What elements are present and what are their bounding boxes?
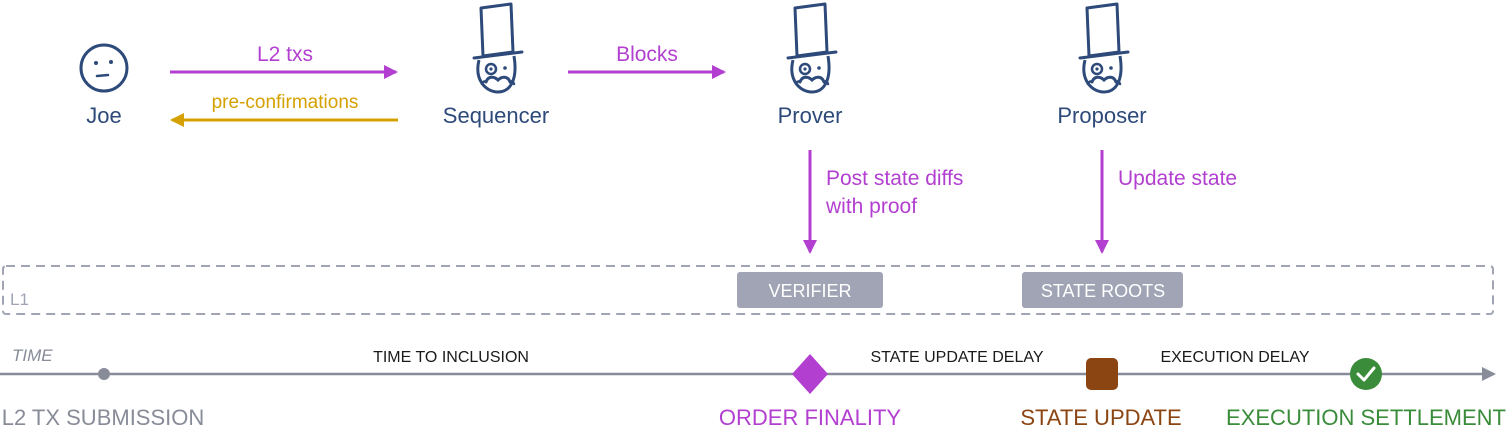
top-hat-monocle-icon — [1078, 2, 1130, 94]
actor-joe: Joe — [79, 43, 129, 128]
checkmark-icon — [1350, 358, 1382, 390]
event-order-finality: ORDER FINALITY — [719, 405, 901, 430]
order-finality-marker — [792, 354, 828, 394]
message-label-blocks: Blocks — [616, 43, 678, 66]
timeline: TIME TIME TO INCLUSION STATE UPDATE DELA… — [0, 346, 1506, 430]
actor-label-prover: Prover — [778, 103, 843, 128]
message-label-l2-txs: L2 txs — [257, 43, 313, 66]
verifier-label: VERIFIER — [768, 281, 851, 301]
message-blocks: Blocks — [568, 43, 726, 79]
actor-label-sequencer: Sequencer — [443, 103, 549, 128]
message-l2-txs: L2 txs — [170, 43, 398, 79]
message-label-pre-confirmations: pre-confirmations — [212, 92, 359, 113]
event-l2-tx-submission: L2 TX SUBMISSION — [2, 405, 205, 430]
actor-label-proposer: Proposer — [1057, 103, 1146, 128]
actor-prover: Prover — [778, 2, 843, 128]
message-label-post-state-diffs-line1: Post state diffs — [826, 167, 963, 190]
l1-region: L1 VERIFIER STATE ROOTS — [2, 265, 1494, 315]
actor-label-joe: Joe — [86, 103, 121, 128]
message-label-update-state: Update state — [1118, 167, 1237, 190]
submission-marker — [98, 368, 110, 380]
top-hat-monocle-icon — [786, 2, 838, 94]
message-update-state: Update state — [1095, 150, 1237, 254]
message-label-post-state-diffs-line2: with proof — [825, 195, 917, 218]
event-state-update: STATE UPDATE — [1020, 405, 1181, 430]
l1-label: L1 — [10, 290, 29, 309]
actor-proposer: Proposer — [1057, 2, 1147, 128]
state-roots-label: STATE ROOTS — [1041, 281, 1165, 301]
verifier-box: VERIFIER — [737, 272, 883, 308]
face-icon — [79, 43, 129, 93]
time-axis-label: TIME — [12, 346, 53, 365]
state-roots-box: STATE ROOTS — [1022, 272, 1183, 308]
actor-sequencer: Sequencer — [443, 2, 549, 128]
segment-state-update-delay: STATE UPDATE DELAY — [870, 349, 1043, 366]
message-pre-confirmations: pre-confirmations — [170, 92, 398, 127]
top-hat-monocle-icon — [472, 2, 524, 94]
event-execution-settlement: EXECUTION SETTLEMENT — [1226, 405, 1506, 430]
segment-time-to-inclusion: TIME TO INCLUSION — [373, 349, 529, 366]
state-update-marker — [1086, 358, 1118, 390]
message-post-state-diffs: Post state diffs with proof — [803, 150, 963, 254]
segment-execution-delay: EXECUTION DELAY — [1160, 349, 1309, 366]
